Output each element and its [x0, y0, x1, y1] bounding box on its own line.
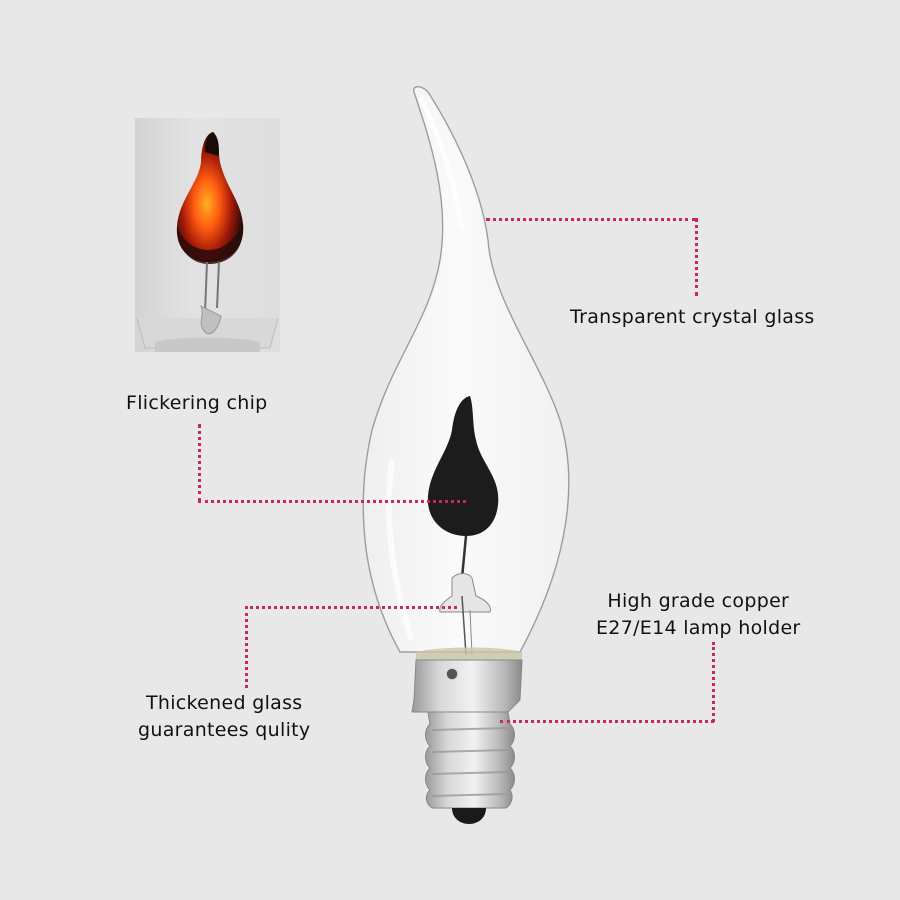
callout-text: Flickering chip [126, 392, 268, 414]
lit-chip-inset-photo [135, 118, 280, 352]
lit-flame-icon [136, 132, 279, 352]
callout-text: Transparent crystal glass [570, 306, 815, 328]
callout-text-line-1: High grade copper [607, 590, 790, 612]
callout-thickened-glass: Thickened glass guarantees qulity [138, 690, 310, 744]
callout-flickering-chip: Flickering chip [126, 390, 268, 417]
callout-text-line-2: E27/E14 lamp holder [596, 617, 801, 639]
leader-line-thick-h [245, 606, 457, 609]
leader-line-thick-v [245, 606, 248, 688]
leader-line-glass-v [695, 218, 698, 296]
glass-envelope [362, 86, 570, 653]
callout-copper-holder: High grade copper E27/E14 lamp holder [596, 588, 801, 642]
leader-line-holder-v [712, 642, 715, 722]
leader-line-chip-v [198, 424, 201, 502]
leader-line-chip-h [198, 500, 466, 503]
callout-transparent-glass: Transparent crystal glass [570, 304, 815, 331]
callout-text-line-2: guarantees qulity [138, 719, 311, 741]
callout-text-line-1: Thickened glass [145, 692, 303, 714]
e14-screw-base [411, 659, 523, 824]
leader-line-holder-h [500, 720, 714, 723]
leader-line-glass-h [486, 218, 696, 221]
